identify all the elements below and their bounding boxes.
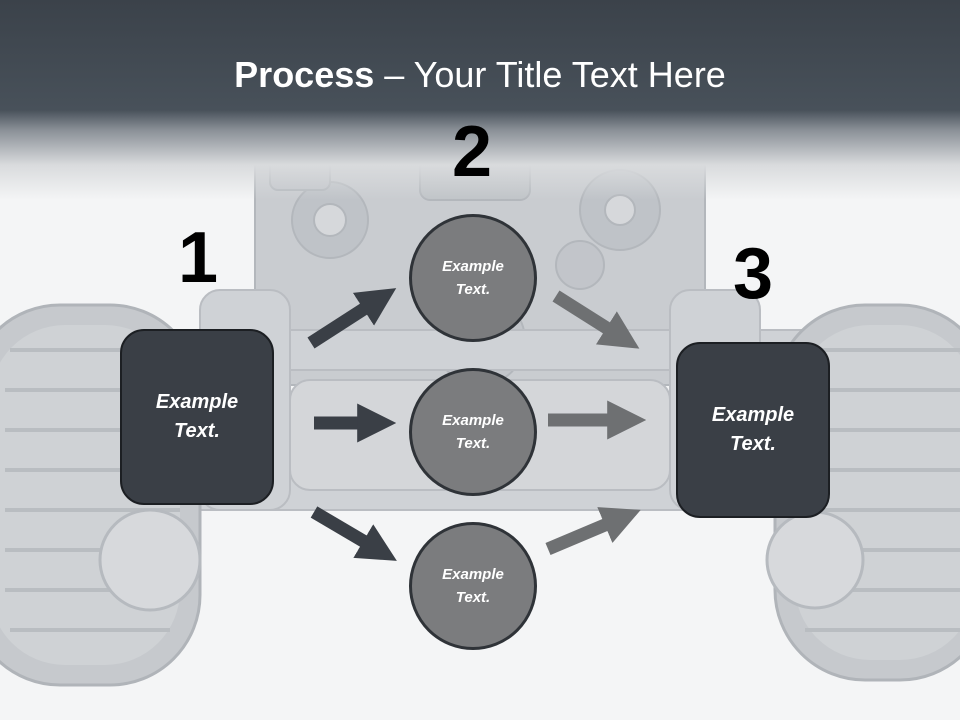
- step-number-2: 2: [451, 112, 493, 192]
- step-number-3: 3: [732, 234, 774, 314]
- step-1-line2: Text.: [174, 420, 220, 442]
- arrow-bottom-to-right: [545, 507, 641, 555]
- circle-top-line2: Text.: [455, 281, 491, 298]
- arrow-left-to-bottom: [310, 506, 397, 561]
- arrow-top-to-right: [552, 290, 640, 349]
- title-band: [0, 0, 960, 200]
- step-1-line1: Example: [155, 391, 239, 413]
- circle-middle-line2: Text.: [455, 435, 491, 452]
- title-rest: – Your Title Text Here: [374, 54, 726, 95]
- step-3-line2: Text.: [730, 433, 776, 455]
- arrow-left-to-top: [307, 288, 397, 349]
- step-2-circle-top: Example Text.: [409, 214, 537, 342]
- step-2-circle-middle: Example Text.: [409, 368, 537, 496]
- step-2-circle-bottom: Example Text.: [409, 522, 537, 650]
- circle-middle-line1: Example: [442, 412, 504, 429]
- step-1-box: Example Text.: [120, 329, 274, 505]
- circle-top-line1: Example: [442, 258, 504, 275]
- step-3-box: Example Text.: [676, 342, 830, 518]
- slide-title: Process – Your Title Text Here: [0, 52, 960, 98]
- step-3-line1: Example: [711, 404, 795, 426]
- step-number-1: 1: [177, 218, 219, 298]
- circle-bottom-line1: Example: [442, 566, 504, 583]
- circle-bottom-line2: Text.: [455, 589, 491, 606]
- title-bold: Process: [234, 54, 375, 95]
